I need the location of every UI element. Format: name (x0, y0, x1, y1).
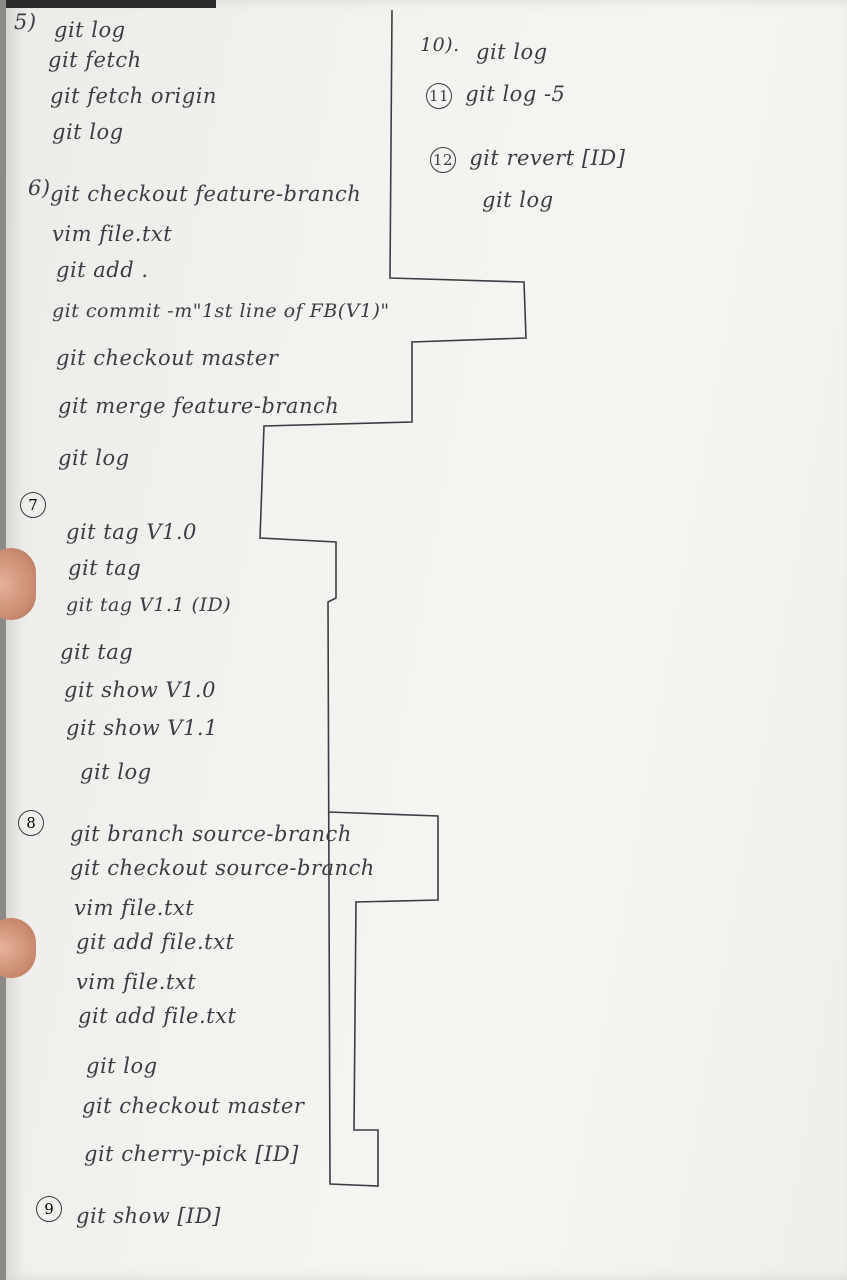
s6-line-7: git log (58, 446, 130, 470)
s8-line-8: git checkout master (82, 1094, 305, 1118)
section-8-label: 8 (18, 810, 44, 836)
s8-line-5: vim file.txt (76, 970, 197, 994)
s12-line-1: git revert [ID] (469, 146, 626, 170)
s5-line-4: git log (52, 120, 124, 144)
section-9-label: 9 (36, 1196, 62, 1222)
s8-line-3: vim file.txt (74, 896, 195, 920)
finger-bottom (0, 918, 36, 978)
s12-line-2: git log (482, 188, 554, 212)
s12-row: 12 git revert [ID] (430, 146, 625, 173)
boundary-line (259, 9, 527, 1187)
s11-row: 11 git log -5 (426, 82, 565, 109)
s8-line-1: git branch source-branch (70, 822, 352, 846)
s6-line-6: git merge feature-branch (58, 394, 340, 418)
s6-line-4: git commit -m"1st line of FB(V1)" (52, 300, 390, 322)
s6-line-5: git checkout master (56, 346, 279, 370)
s6-line-1: git checkout feature-branch (50, 182, 362, 206)
s7-line-4: git tag (60, 640, 134, 664)
s5-line-3: git fetch origin (50, 84, 217, 108)
s8-line-6: git add file.txt (78, 1004, 237, 1028)
section-12-label: 12 (430, 146, 456, 173)
s7-line-3: git tag V1.1 (ID) (66, 594, 232, 616)
s7-line-2: git tag (68, 556, 142, 580)
s5-line-1: git log (54, 18, 126, 42)
s11-line-1: git log -5 (465, 82, 566, 106)
section-7-label: 7 (20, 492, 46, 518)
section-5-label: 5) (14, 10, 37, 34)
s7-line-5: git show V1.0 (64, 678, 216, 702)
s7-line-6: git show V1.1 (66, 716, 218, 740)
s9-line-1: git show [ID] (76, 1204, 221, 1228)
s8-line-9: git cherry-pick [ID] (84, 1142, 299, 1166)
s8-line-4: git add file.txt (76, 930, 235, 954)
page-top-edge (6, 0, 216, 8)
s8-line-2: git checkout source-branch (70, 856, 375, 880)
s6-line-3: git add . (56, 258, 149, 282)
finger-top (0, 548, 36, 620)
section-10-label: 10). (420, 34, 460, 56)
s10-line-1: git log (476, 40, 548, 64)
s5-line-2: git fetch (48, 48, 142, 72)
s6-line-2: vim file.txt (52, 222, 173, 246)
section-6-label: 6) (28, 176, 51, 200)
s7-line-7: git log (80, 760, 152, 784)
s7-line-1: git tag V1.0 (66, 520, 197, 544)
notebook-page: 5) git log git fetch git fetch origin gi… (6, 0, 847, 1280)
section-11-label: 11 (426, 82, 452, 109)
s8-line-7: git log (86, 1054, 158, 1078)
